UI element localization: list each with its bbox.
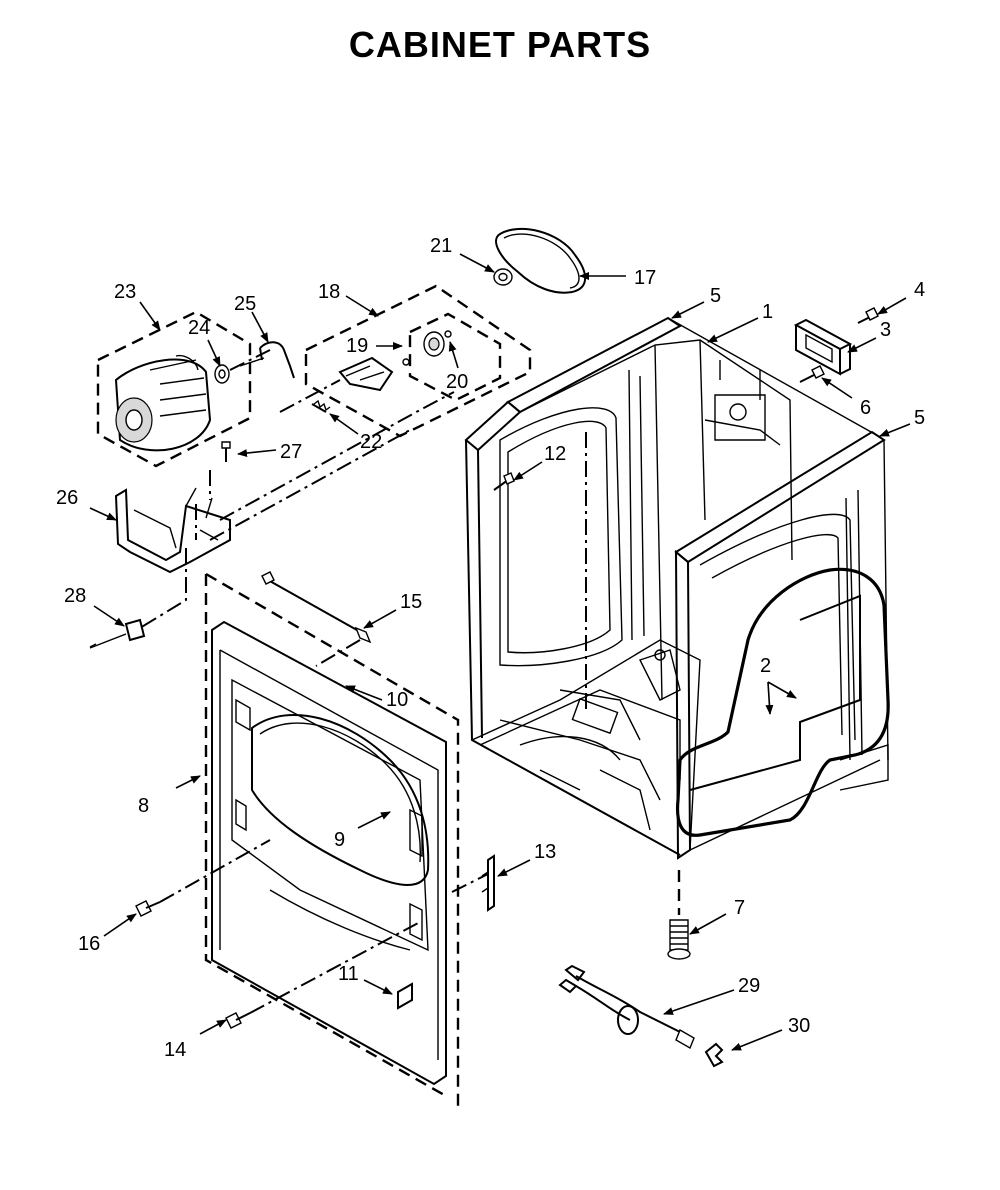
callout-17: 17: [634, 267, 656, 289]
bolt-part-27: [221, 441, 231, 462]
callout-3: 3: [880, 319, 891, 341]
screw-part-6: [799, 365, 825, 383]
callout-8: 8: [138, 795, 149, 817]
callout-13: 13: [534, 841, 556, 863]
connector-line-28: [139, 548, 187, 629]
screw-part-16: [135, 900, 161, 917]
pulley-part-24: [214, 364, 230, 384]
motor-part-23: [96, 310, 252, 468]
callout-26: 26: [56, 487, 78, 509]
connector-line-16: [159, 839, 271, 903]
connector-line-13: [451, 873, 489, 893]
callout-labels: 1 2 3 4 5 5 6 7 8 9 10 11 12 13 14 15 16…: [56, 235, 925, 1061]
cabinet-body: [464, 316, 889, 860]
diagram-title: CABINET PARTS: [348, 24, 652, 65]
callout-29: 29: [738, 975, 760, 997]
bracket-part-3: [793, 318, 853, 376]
idler-bracket-part-19: [338, 356, 410, 392]
callout-22: 22: [360, 431, 382, 453]
callout-10: 10: [386, 689, 408, 711]
callout-12: 12: [544, 443, 566, 465]
callout-7: 7: [734, 897, 745, 919]
callout-1: 1: [762, 301, 773, 323]
spring-part-22: [311, 399, 331, 413]
callout-9: 9: [334, 829, 345, 851]
callout-6: 6: [860, 397, 871, 419]
callout-30: 30: [788, 1015, 810, 1037]
screw-part-12: [493, 472, 515, 491]
callout-16: 16: [78, 933, 100, 955]
rod-part-15: [261, 571, 372, 644]
connector-line-motor: [219, 391, 455, 521]
strap-part-25: [239, 341, 295, 379]
connector-line-25: [229, 349, 271, 371]
connector-line-15: [315, 639, 361, 667]
callout-28: 28: [64, 585, 86, 607]
callout-24: 24: [188, 317, 210, 339]
callout-15: 15: [400, 591, 422, 613]
callout-23: 23: [114, 281, 136, 303]
connector-line-mount: [209, 429, 411, 541]
connector-line-22: [279, 379, 341, 413]
callout-2: 2: [760, 655, 771, 677]
leveling-leg-part-7: [667, 870, 691, 960]
callout-27: 27: [280, 441, 302, 463]
screw-part-14: [225, 1012, 251, 1029]
motor-mount-part-26: [114, 487, 231, 574]
callout-11: 11: [338, 963, 359, 985]
clip-part-30: [704, 1042, 724, 1068]
callout-21: 21: [430, 235, 452, 257]
connector-line-27: [195, 470, 211, 540]
idler-pulley-part-20: [423, 330, 452, 357]
leader-lines: [89, 253, 911, 1051]
bracket-part-11: [397, 982, 413, 1010]
assembly-outline-part-18: [304, 284, 532, 438]
callout-5-right: 5: [914, 407, 925, 429]
seal-gasket: [675, 567, 890, 837]
connector-line-14: [249, 921, 421, 1014]
callout-19: 19: [346, 335, 368, 357]
callout-4: 4: [914, 279, 925, 301]
pulley-part-21: [493, 268, 513, 286]
callout-25: 25: [234, 293, 256, 315]
wire-harness-part-29: [558, 964, 695, 1050]
callout-18: 18: [318, 281, 340, 303]
callout-14: 14: [164, 1039, 186, 1061]
hinge-part-13: [481, 854, 495, 912]
screw-part-4: [857, 307, 879, 324]
callout-20: 20: [446, 371, 468, 393]
switch-part-28: [89, 618, 146, 649]
callout-5-top: 5: [710, 285, 721, 307]
front-panel-part-8: [204, 572, 460, 1106]
belt-part-17: [495, 227, 587, 294]
